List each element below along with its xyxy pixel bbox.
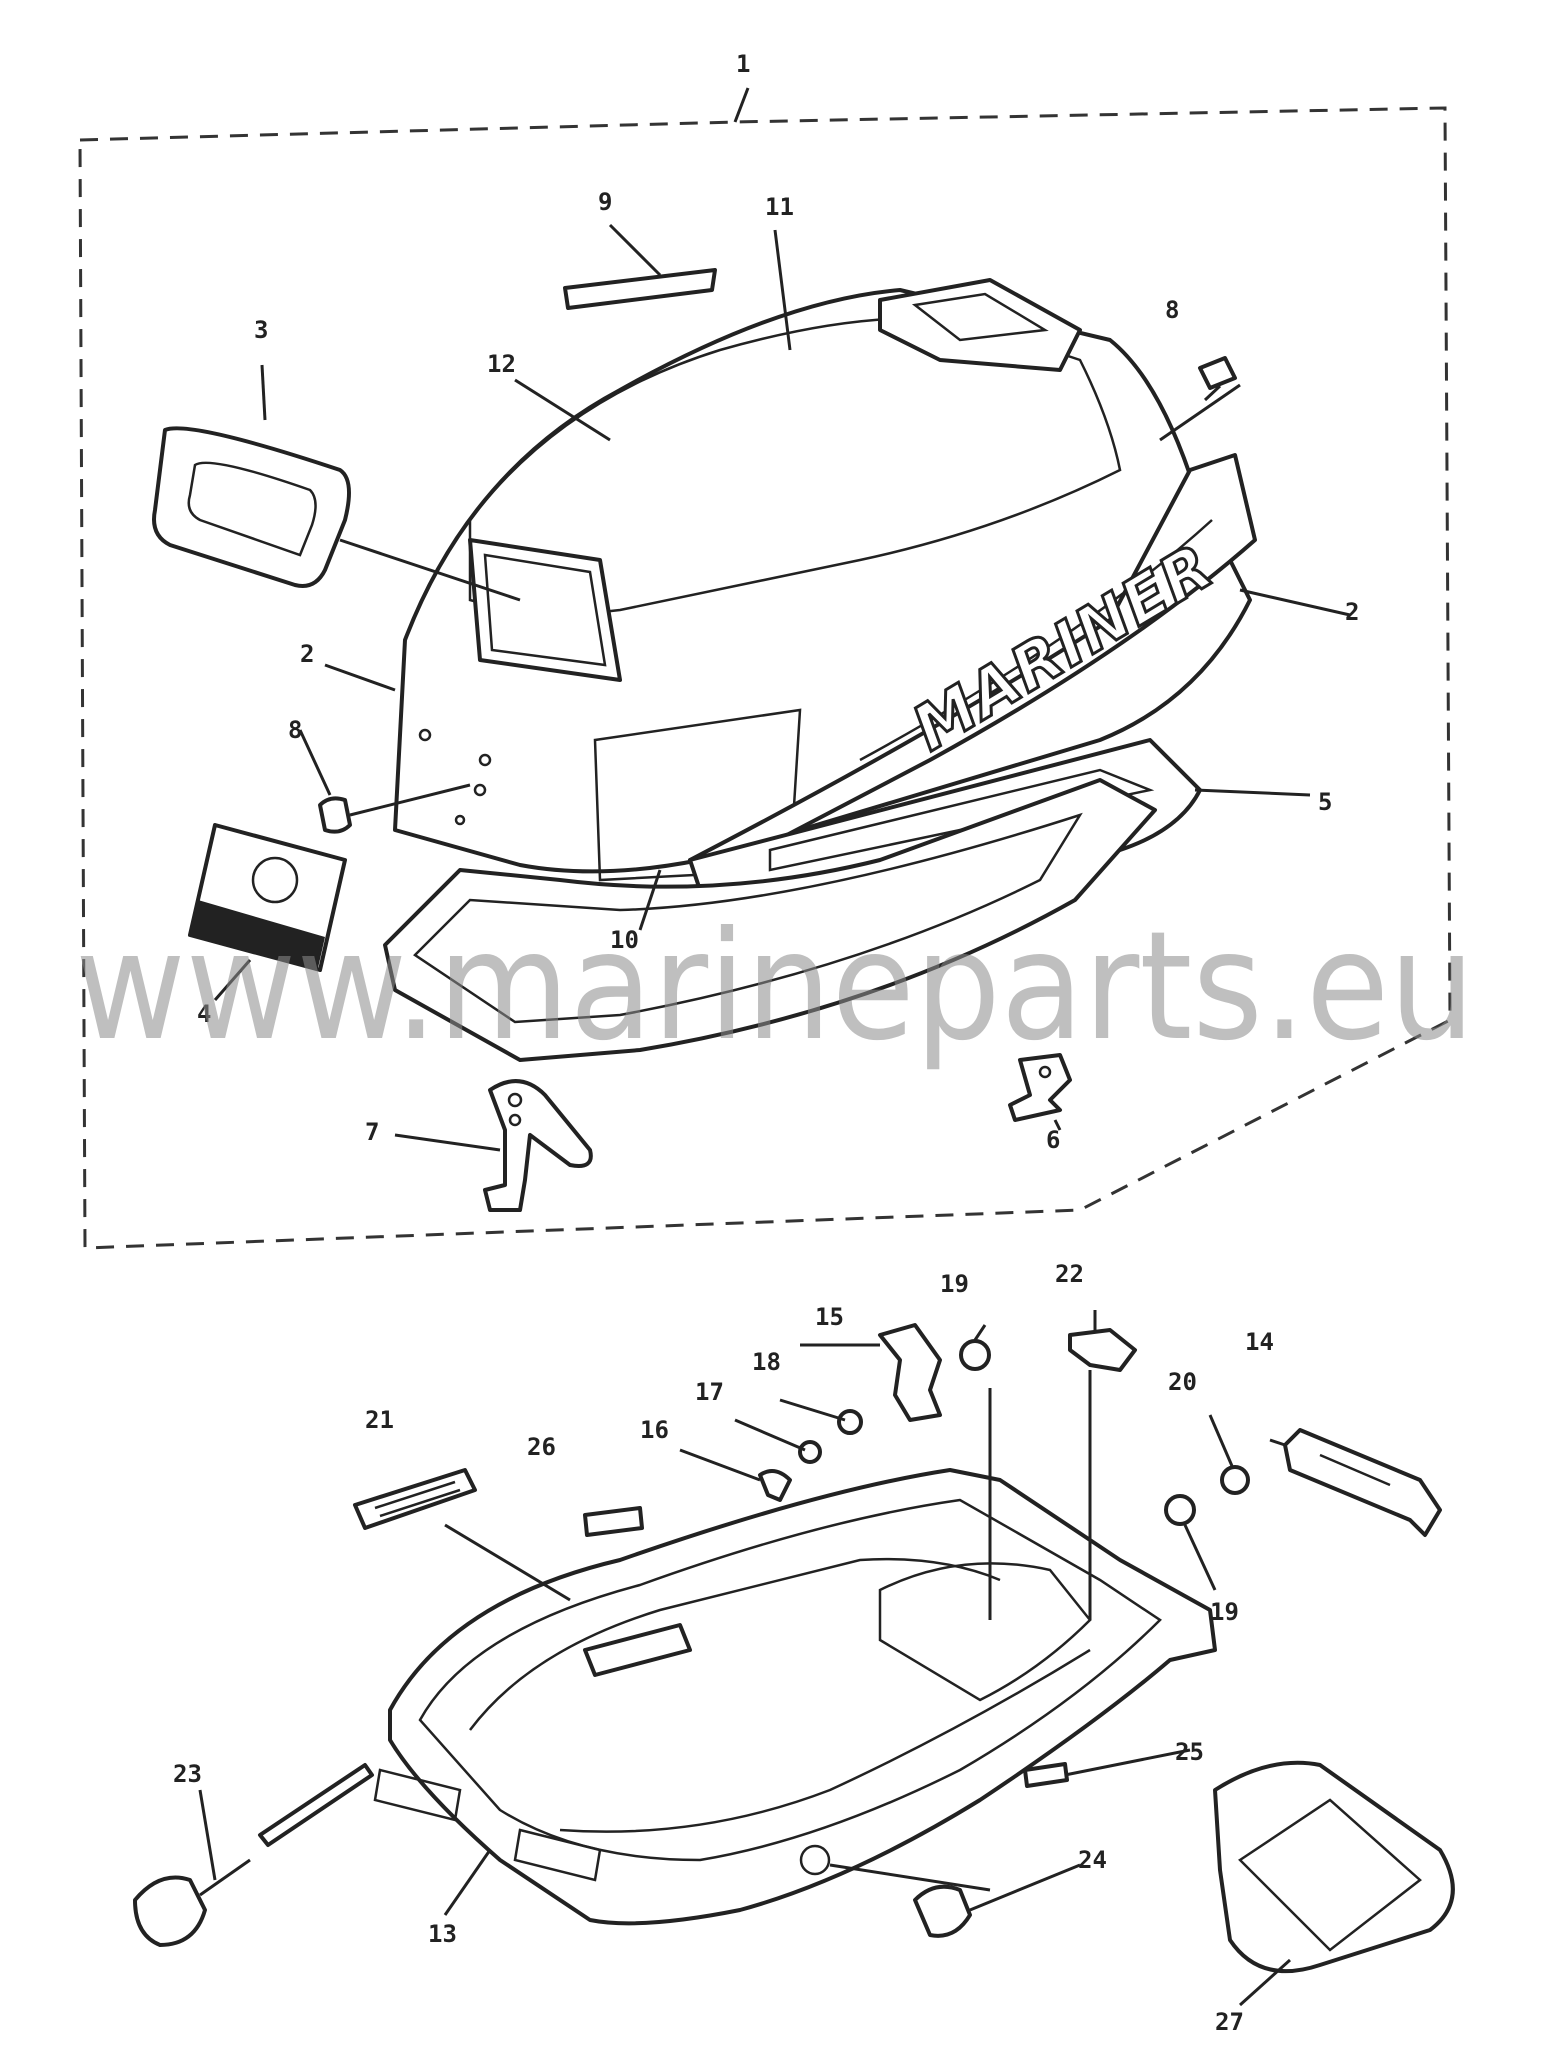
callout-8b: 8 (1165, 296, 1179, 324)
cowl-seal (383, 778, 1157, 1062)
callout-8: 8 (288, 716, 302, 744)
callout-19b: 19 (1210, 1598, 1239, 1626)
latch-bar (1283, 1428, 1442, 1537)
callout-24: 24 (1078, 1846, 1107, 1874)
callout-2a: 2 (1345, 598, 1359, 626)
callout-4: 4 (197, 1000, 211, 1028)
washer-17 (798, 1440, 822, 1464)
vent-grille (353, 1468, 477, 1530)
callout-1: 1 (736, 50, 750, 78)
cover-bag (1213, 1760, 1455, 1974)
choke-knob (133, 1763, 374, 1947)
nut-19 (959, 1339, 991, 1371)
callout-5: 5 (1318, 788, 1332, 816)
screw-top (1198, 356, 1237, 402)
clip-22 (1068, 1328, 1137, 1372)
bottom-cowl (373, 1468, 1217, 1926)
callout-27: 27 (1215, 2008, 1244, 2036)
screw-16 (758, 1469, 792, 1502)
label-25 (1023, 1762, 1069, 1788)
callout-18: 18 (752, 1348, 781, 1376)
callout-23: 23 (173, 1760, 202, 1788)
watermark-text: www.marineparts.eu (75, 900, 1475, 1074)
callout-19a: 19 (940, 1270, 969, 1298)
emblem-plate (188, 823, 347, 972)
callout-11: 11 (765, 193, 794, 221)
callout-9: 9 (598, 188, 612, 216)
bracket-right (1008, 1053, 1072, 1122)
leader-lines (198, 223, 1351, 2007)
window-gasket (152, 426, 351, 588)
callout-3: 3 (254, 316, 268, 344)
callout-16: 16 (640, 1416, 669, 1444)
plug (318, 796, 352, 834)
callout-10: 10 (610, 926, 639, 954)
grommet-19 (1164, 1494, 1196, 1526)
hardware-small (758, 1323, 1250, 1526)
label-26 (583, 1506, 644, 1537)
callout-26: 26 (527, 1433, 556, 1461)
callout-17: 17 (695, 1378, 724, 1406)
callout-22: 22 (1055, 1260, 1084, 1288)
callout-13: 13 (428, 1920, 457, 1948)
callout-14: 14 (1245, 1328, 1274, 1356)
callout-2b: 2 (300, 640, 314, 668)
plug-cap (913, 1884, 972, 1938)
callout-numbers: 1 9 11 8 3 12 2 2 8 5 10 4 7 6 22 19 15 … (173, 50, 1359, 2036)
assembly-boundary (78, 87, 1452, 1250)
callout-12: 12 (487, 350, 516, 378)
bracket-left (483, 1079, 593, 1212)
callout-7: 7 (365, 1118, 379, 1146)
callout-21: 21 (365, 1406, 394, 1434)
latch-lever (878, 1323, 942, 1422)
callout-20: 20 (1168, 1368, 1197, 1396)
callout-6: 6 (1046, 1126, 1060, 1154)
callout-15: 15 (815, 1303, 844, 1331)
decal-strip (563, 268, 717, 310)
nut-20 (1220, 1465, 1250, 1495)
washer-18 (837, 1409, 863, 1435)
callout-25: 25 (1175, 1738, 1204, 1766)
